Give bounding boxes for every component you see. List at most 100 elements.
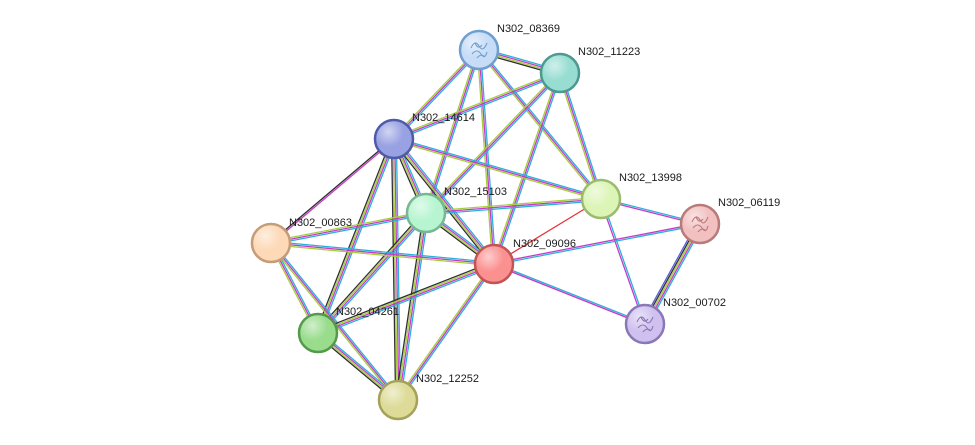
edge-evidence-strand	[426, 50, 482, 214]
edge-evidence-strand	[318, 213, 428, 334]
edge-evidence-strand	[398, 264, 496, 402]
node-highlight	[583, 181, 619, 217]
edge-evidence-strand	[392, 139, 494, 265]
edge-N302_11223-N302_15103	[424, 71, 562, 215]
node-highlight	[300, 315, 336, 351]
edge-N302_09096-N302_00702	[493, 262, 646, 326]
edge-evidence-strand	[318, 265, 496, 336]
edge-evidence-strand	[315, 210, 425, 332]
edge-evidence-strand	[392, 48, 479, 139]
edge-N302_11223-N302_13998	[557, 72, 604, 200]
edge-N302_09096-N302_12252	[396, 262, 496, 402]
edge-evidence-strand	[477, 50, 601, 201]
edge-evidence-strand	[319, 139, 397, 335]
edge-evidence-strand	[398, 213, 428, 401]
edge-N302_09096-N302_04261	[316, 261, 496, 336]
edge-evidence-strand	[394, 50, 481, 141]
edge-N302_14614-N302_04261	[315, 137, 397, 335]
edge-evidence-strand	[560, 72, 604, 199]
edge-evidence-strand	[316, 212, 426, 333]
edge-evidence-strand	[423, 49, 479, 213]
node-N302_00863[interactable]: N302_00863	[250, 217, 352, 264]
edge-evidence-strand	[601, 198, 647, 324]
edge-evidence-strand	[318, 264, 495, 335]
edge-N302_14614-N302_13998	[393, 136, 602, 202]
node-label: N302_11223	[578, 46, 640, 58]
node-highlight	[682, 206, 718, 242]
node-N302_00702[interactable]: N302_00702	[624, 297, 726, 345]
edge-evidence-strand	[494, 73, 563, 265]
node-N302_08369[interactable]: N302_08369	[458, 23, 560, 71]
edge-evidence-strand	[399, 213, 430, 401]
node-label: N302_08369	[497, 23, 560, 35]
node-label: N302_00863	[289, 217, 352, 229]
edge-evidence-strand	[270, 210, 426, 243]
edge-N302_11223-N302_14614	[393, 70, 561, 142]
edge-evidence-strand	[319, 214, 429, 336]
edge-evidence-strand	[425, 72, 561, 214]
node-highlight	[461, 32, 497, 68]
node-highlight	[380, 382, 416, 418]
nodes-layer: N302_08369N302_11223N302_14614N302_13998…	[250, 23, 780, 421]
node-label: N302_09096	[513, 238, 576, 250]
edge-evidence-strand	[493, 198, 602, 265]
node-N302_13998[interactable]: N302_13998	[580, 172, 682, 220]
edge-evidence-strand	[393, 72, 561, 140]
node-N302_14614[interactable]: N302_14614	[373, 112, 475, 160]
edge-evidence-strand	[494, 262, 646, 324]
edge-evidence-strand	[316, 138, 394, 333]
edge-evidence-strand	[493, 264, 645, 326]
edge-evidence-strand	[397, 263, 495, 401]
edge-N302_15103-N302_00863	[270, 210, 427, 246]
node-highlight	[376, 121, 412, 157]
node-highlight	[253, 225, 289, 261]
node-N302_09096[interactable]: N302_09096	[473, 238, 576, 285]
edge-evidence-strand	[476, 50, 494, 265]
edge-evidence-strand	[394, 138, 496, 264]
edge-evidence-strand	[392, 138, 398, 401]
node-highlight	[542, 55, 578, 91]
node-highlight	[408, 195, 444, 231]
edge-evidence-strand	[493, 72, 561, 265]
edge-evidence-strand	[396, 262, 494, 400]
edge-N302_13998-N302_09096	[493, 198, 602, 265]
node-label: N302_13998	[619, 172, 682, 184]
edge-evidence-strand	[318, 139, 396, 334]
edge-evidence-strand	[425, 196, 601, 213]
edge-evidence-strand	[557, 73, 601, 200]
edge-evidence-strand	[316, 261, 494, 332]
edge-evidence-strand	[393, 49, 480, 140]
edge-evidence-strand	[599, 199, 645, 325]
edge-evidence-strand	[315, 137, 393, 333]
edge-evidence-strand	[425, 198, 602, 214]
edge-evidence-strand	[395, 138, 402, 401]
edge-N302_08369-N302_09096	[476, 49, 497, 265]
edge-N302_15103-N302_12252	[394, 212, 430, 401]
edge-evidence-strand	[271, 213, 427, 246]
edge-evidence-strand	[270, 137, 394, 243]
node-highlight	[627, 306, 663, 342]
edge-evidence-strand	[426, 73, 562, 215]
edge-N302_14614-N302_00863	[270, 137, 395, 245]
edge-evidence-strand	[478, 49, 495, 265]
edge-evidence-strand	[396, 212, 426, 400]
node-N302_15103[interactable]: N302_15103	[405, 186, 507, 234]
edge-evidence-strand	[494, 224, 701, 266]
node-highlight	[476, 246, 512, 282]
edge-N302_14614-N302_12252	[390, 138, 402, 401]
edge-N302_08369-N302_14614	[392, 48, 481, 141]
node-N302_11223[interactable]: N302_11223	[539, 46, 640, 94]
edge-evidence-strand	[270, 242, 495, 265]
edge-N302_13998-N302_00702	[599, 198, 647, 325]
edge-evidence-strand	[559, 72, 602, 200]
edge-evidence-strand	[393, 138, 602, 200]
node-label: N302_06119	[718, 197, 780, 209]
node-N302_04261[interactable]: N302_04261	[297, 306, 399, 354]
node-N302_06119[interactable]: N302_06119	[679, 197, 780, 245]
edge-evidence-strand	[390, 138, 397, 401]
edge-evidence-strand	[394, 73, 561, 142]
edge-evidence-strand	[394, 212, 425, 400]
node-label: N302_12252	[416, 373, 479, 385]
node-N302_12252[interactable]: N302_12252	[377, 373, 479, 421]
